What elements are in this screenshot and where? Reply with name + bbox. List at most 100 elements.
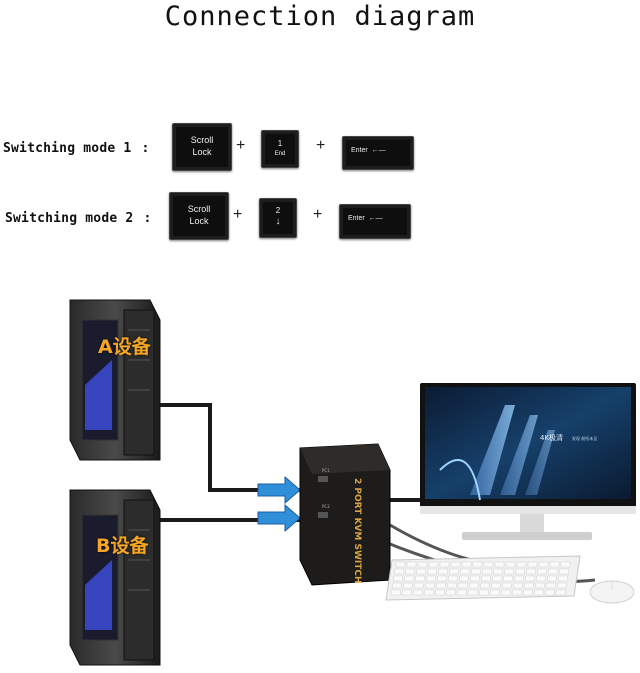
keyboard-key — [479, 590, 488, 595]
device-a-label: A设备 — [98, 332, 151, 359]
input-arrows — [258, 477, 300, 531]
keyboard-key — [461, 569, 470, 574]
keyboard-key — [494, 569, 503, 574]
keyboard-key — [468, 590, 477, 595]
keyboard-key — [403, 583, 412, 588]
keyboard-key — [446, 590, 455, 595]
keyboard-key — [460, 576, 469, 581]
keyboard-key — [526, 576, 535, 581]
mouse — [590, 581, 634, 603]
monitor-neck — [520, 514, 544, 534]
keyboard-key — [528, 562, 537, 567]
arrow-port-1 — [258, 477, 300, 503]
keyboard-key — [438, 576, 447, 581]
keyboard-key — [462, 562, 471, 567]
keyboard-key — [469, 583, 478, 588]
keyboard-key — [416, 576, 425, 581]
keyboard-key — [395, 569, 404, 574]
keyboard-key — [516, 569, 525, 574]
keyboard-key — [427, 576, 436, 581]
keyboard-key — [491, 583, 500, 588]
cable-a — [155, 405, 300, 490]
keyboard-key — [504, 576, 513, 581]
keyboard-key — [505, 569, 514, 574]
keyboard-key — [424, 590, 433, 595]
keyboard-key — [534, 590, 543, 595]
keyboard-key — [549, 569, 558, 574]
keyboard-key — [527, 569, 536, 574]
keyboard-key — [396, 562, 405, 567]
keyboard-key — [483, 569, 492, 574]
keyboard-key — [447, 583, 456, 588]
keyboard-key — [440, 562, 449, 567]
keyboard-key — [482, 576, 491, 581]
keyboard-key — [512, 590, 521, 595]
keyboard-key — [559, 576, 568, 581]
monitor-chin — [420, 506, 636, 514]
keyboard-key — [502, 583, 511, 588]
keyboard-key — [545, 590, 554, 595]
keyboard-key — [392, 583, 401, 588]
keyboard-key — [484, 562, 493, 567]
keyboard-key — [405, 576, 414, 581]
keyboard-key — [394, 576, 403, 581]
keyboard-key — [480, 583, 489, 588]
keyboard-key — [539, 562, 548, 567]
keyboard-key — [493, 576, 502, 581]
keyboard-key — [517, 562, 526, 567]
keyboard-key — [535, 583, 544, 588]
keyboard-key — [428, 569, 437, 574]
keyboard-key — [425, 583, 434, 588]
monitor-screen-text: 4K极清 — [540, 433, 563, 442]
keyboard-key — [402, 590, 411, 595]
keyboard-key — [436, 583, 445, 588]
keyboard-key — [550, 562, 559, 567]
computer-b-tower — [70, 490, 160, 665]
keyboard-key — [417, 569, 426, 574]
keyboard-key — [473, 562, 482, 567]
device-b-label: B设备 — [96, 531, 148, 558]
monitor-stand — [462, 532, 592, 540]
keyboard-key — [546, 583, 555, 588]
arrow-port-2 — [258, 505, 300, 531]
keyboard-key — [560, 569, 569, 574]
keyboard-key — [439, 569, 448, 574]
keyboard-key — [537, 576, 546, 581]
keyboard-key — [538, 569, 547, 574]
keyboard-key — [548, 576, 557, 581]
computer-a-tower — [70, 300, 160, 460]
keyboard-key — [515, 576, 524, 581]
port-2-label: PC2 — [322, 504, 330, 509]
keyboard-key — [472, 569, 481, 574]
port-1-label: PC1 — [322, 468, 330, 473]
keyboard-key — [435, 590, 444, 595]
monitor: 4K极清 发现 前所未见 — [420, 383, 636, 540]
keyboard-key — [449, 576, 458, 581]
keyboard-key — [490, 590, 499, 595]
keyboard-key — [557, 583, 566, 588]
keyboard-key — [471, 576, 480, 581]
keyboard-key — [457, 590, 466, 595]
keyboard-key — [450, 569, 459, 574]
kvm-switch: 2 PORT KVM SWITCH PC1 PC2 — [300, 444, 390, 585]
keyboard-key — [429, 562, 438, 567]
keyboard-key — [407, 562, 416, 567]
keyboard-key — [414, 583, 423, 588]
monitor-screen-subtext: 发现 前所未见 — [572, 435, 597, 441]
keyboard-key — [495, 562, 504, 567]
keyboard-key — [391, 590, 400, 595]
keyboard-key — [513, 583, 522, 588]
keyboard-key — [501, 590, 510, 595]
keyboard-key — [523, 590, 532, 595]
keyboard-key — [556, 590, 565, 595]
switch-label: 2 PORT KVM SWITCH — [352, 478, 362, 584]
keyboard-key — [524, 583, 533, 588]
keyboard-key — [506, 562, 515, 567]
keyboard-key — [413, 590, 422, 595]
keyboard-key — [406, 569, 415, 574]
keyboard-key — [458, 583, 467, 588]
keyboard-key — [451, 562, 460, 567]
keyboard-key — [561, 562, 570, 567]
keyboard-key — [418, 562, 427, 567]
